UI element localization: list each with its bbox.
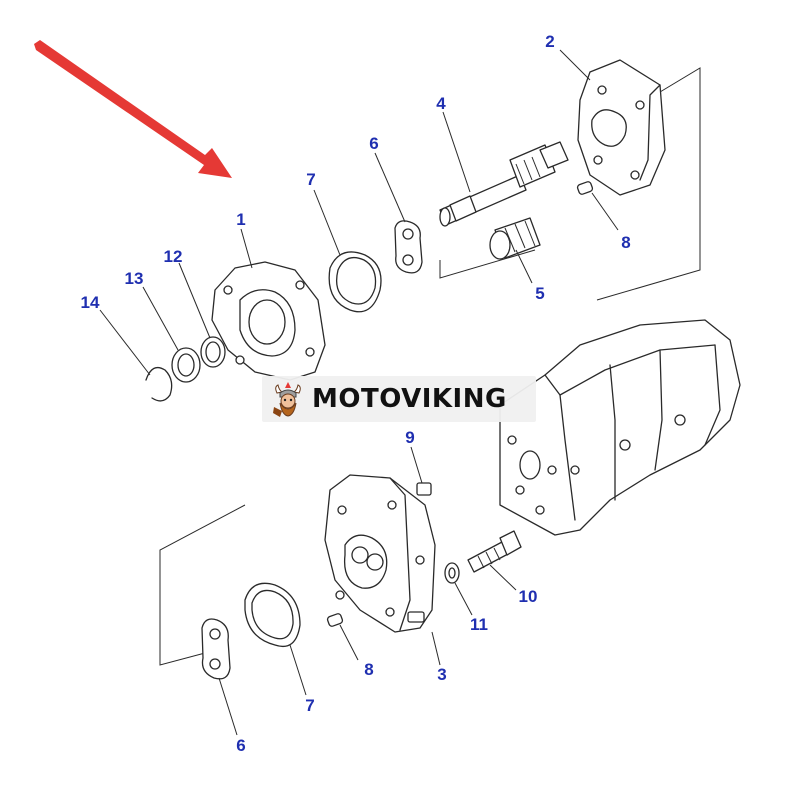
callout-6-bottom: 6 xyxy=(236,736,245,755)
part-5-driven-gear xyxy=(489,217,541,260)
callout-1: 1 xyxy=(236,210,245,229)
red-pointer-arrow-icon xyxy=(34,40,232,178)
callout-numbers: 1 2 3 4 5 6 6 7 7 8 8 9 10 11 12 13 14 xyxy=(81,32,631,755)
callout-2: 2 xyxy=(545,32,554,51)
part-12-o-ring xyxy=(200,336,226,368)
lower-boundary-lines xyxy=(159,504,246,666)
callout-7-top: 7 xyxy=(306,170,315,189)
part-7-seal-bottom xyxy=(244,582,301,648)
callout-13: 13 xyxy=(125,269,144,288)
part-8-dowel-pin-top xyxy=(576,181,594,195)
part-6-side-plate-top xyxy=(394,220,423,274)
part-4-drive-shaft xyxy=(439,141,569,227)
upper-boundary-lines xyxy=(439,67,701,301)
main-pump-body xyxy=(499,319,741,536)
leader-lines xyxy=(99,49,619,736)
callout-6-top: 6 xyxy=(369,134,378,153)
brand-watermark: MOTOVIKING xyxy=(262,376,536,422)
callout-11: 11 xyxy=(470,615,488,634)
brand-name: MOTOVIKING xyxy=(312,384,507,414)
part-1-front-housing xyxy=(211,261,326,381)
part-2-end-cover xyxy=(577,59,666,196)
part-10-bolt xyxy=(467,530,522,573)
callout-10: 10 xyxy=(519,587,538,606)
callout-8-bottom: 8 xyxy=(364,660,373,679)
part-3-rear-housing xyxy=(324,474,436,633)
part-14-snap-ring xyxy=(145,366,173,402)
viking-mascot-icon xyxy=(273,382,301,417)
callout-8-top: 8 xyxy=(621,233,630,252)
callout-5: 5 xyxy=(535,284,544,303)
callout-4: 4 xyxy=(436,94,446,113)
part-8-dowel-pin-bottom xyxy=(326,613,344,627)
part-11-washer xyxy=(444,562,460,584)
callout-9: 9 xyxy=(405,428,414,447)
callout-7-bottom: 7 xyxy=(305,696,314,715)
part-7-seal-top xyxy=(328,251,382,313)
part-9-plug xyxy=(416,482,432,496)
callout-14: 14 xyxy=(81,293,100,312)
part-6-side-plate-bottom xyxy=(201,618,231,680)
callout-3: 3 xyxy=(437,665,446,684)
part-13-oil-seal xyxy=(171,347,201,383)
callout-12: 12 xyxy=(164,247,183,266)
